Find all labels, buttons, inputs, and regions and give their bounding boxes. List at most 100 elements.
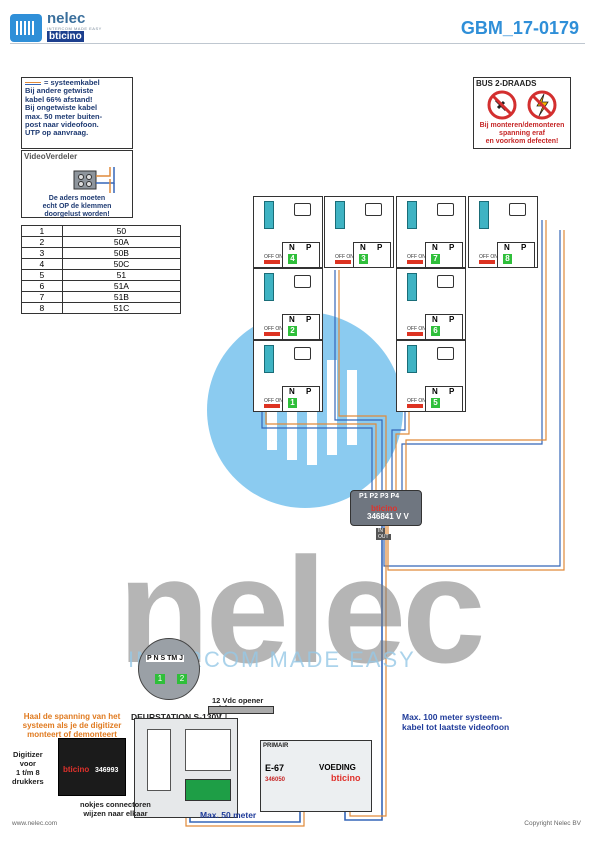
terminal-block-icon bbox=[264, 201, 274, 229]
zoom-number-left: 1 bbox=[155, 674, 165, 684]
dip-switch-icon bbox=[264, 260, 280, 264]
distributor-code: 346841 bbox=[367, 512, 394, 521]
haal-line: Haal de spanning van het bbox=[23, 712, 121, 721]
n-label: N bbox=[289, 243, 295, 252]
haal-warning: Haal de spanning van het systeem als je … bbox=[20, 712, 124, 739]
max-100-line: kabel tot laatste videofoon bbox=[402, 722, 510, 732]
terminal-block-icon bbox=[335, 201, 345, 229]
cable-note-line: UTP op aanvraag. bbox=[25, 128, 89, 138]
speaker-module-icon bbox=[185, 729, 231, 771]
cable-note: = systeemkabel Bij andere getwiste kabel… bbox=[21, 77, 133, 149]
off-on-label: OFF ON bbox=[264, 398, 283, 404]
monitor-icon bbox=[509, 203, 526, 216]
digitizer-line: Digitizer bbox=[13, 750, 43, 759]
bus-warning-line: Bij monteren/demonteren bbox=[479, 122, 565, 129]
n-label: N bbox=[360, 243, 366, 252]
nelec-logo-icon bbox=[10, 14, 42, 42]
address-number: 4 bbox=[288, 254, 297, 264]
document-id: GBM_17-0179 bbox=[460, 18, 579, 38]
digitizer-label: Digitizer voor 1 t/m 8 drukkers bbox=[12, 750, 44, 786]
terminal-block-icon bbox=[407, 273, 417, 301]
cable-line-icon bbox=[25, 81, 41, 85]
terminal-block-icon bbox=[479, 201, 489, 229]
off-on-label: OFF ON bbox=[407, 326, 426, 332]
max-50-label: Max. 50 meter bbox=[200, 810, 257, 820]
p-label: P bbox=[449, 243, 455, 252]
psu-label: VOEDING bbox=[319, 763, 356, 772]
header-divider bbox=[10, 43, 585, 44]
video-distributor: P1 P2 P3 P4 bticino 346841 V V bbox=[350, 490, 422, 526]
sub-brand: bticino bbox=[47, 31, 84, 42]
off-on-label: OFF ON bbox=[479, 254, 498, 260]
monitor-icon bbox=[437, 203, 454, 216]
digitizer-brand: bticino bbox=[63, 765, 90, 774]
nokjes-label: nokjes connectoren wijzen naar elkaar bbox=[80, 800, 151, 818]
p-label: P bbox=[449, 387, 455, 396]
address-number: 5 bbox=[431, 398, 440, 408]
digitizer-module: bticino 346993 bbox=[58, 738, 126, 796]
connector-block-icon bbox=[185, 779, 231, 801]
monitor-icon bbox=[294, 275, 311, 288]
door-station-title: DEURSTATION S-130V bbox=[131, 712, 222, 722]
cable-note-line: Bij ongetwiste kabel bbox=[25, 103, 98, 113]
door-station bbox=[134, 718, 238, 818]
vv-caption-line: echt OP de klemmen bbox=[42, 203, 112, 210]
opener-label: 12 Vdc opener bbox=[212, 696, 264, 705]
off-on-label: OFF ON bbox=[264, 254, 283, 260]
terminal-block-icon bbox=[407, 345, 417, 373]
zoom-terminal-labels: P N S TM J bbox=[146, 655, 185, 662]
vv-caption-line: doorgelust worden! bbox=[44, 211, 110, 218]
dip-switch-icon bbox=[407, 404, 423, 408]
max-100-label: Max. 100 meter systeem- kabel tot laatst… bbox=[402, 712, 509, 732]
digitizer-line: drukkers bbox=[12, 777, 44, 786]
distributor-code-row: 346841 V V bbox=[367, 512, 409, 521]
dip-switch-icon bbox=[264, 404, 280, 408]
digitizer-line: 1 t/m 8 bbox=[15, 768, 40, 777]
haal-line: monteert of demonteert bbox=[27, 730, 117, 739]
no-power-warning-icon bbox=[487, 90, 557, 120]
power-supply: PRIMAIR E-67 VOEDING bticino 346050 bbox=[260, 740, 372, 812]
terminal-detail-icon bbox=[73, 167, 115, 193]
table-cell: 8 bbox=[21, 302, 63, 314]
off-on-label: OFF ON bbox=[264, 326, 283, 332]
p-label: P bbox=[306, 243, 312, 252]
dip-switch-icon bbox=[335, 260, 351, 264]
address-number: 7 bbox=[431, 254, 440, 264]
cable-note-title: = systeemkabel bbox=[44, 78, 100, 87]
nokjes-line: nokjes connectoren bbox=[80, 800, 151, 809]
cable-note-line: Bij andere getwiste bbox=[25, 86, 94, 96]
terminal-block-icon bbox=[264, 345, 274, 373]
n-label: N bbox=[504, 243, 510, 252]
p-label: P bbox=[521, 243, 527, 252]
bus-title: BUS 2-DRAADS bbox=[476, 79, 537, 88]
monitor-icon bbox=[294, 347, 311, 360]
n-label: N bbox=[432, 315, 438, 324]
psu-code: 346050 bbox=[265, 777, 286, 783]
bus-warning-note: BUS 2-DRAADS Bij monteren/demonteren spa… bbox=[473, 77, 571, 149]
address-number: 1 bbox=[288, 398, 297, 408]
camera-module-icon bbox=[147, 729, 171, 791]
cable-note-line: max. 50 meter buiten- bbox=[25, 111, 103, 121]
terminal-block-icon bbox=[264, 273, 274, 301]
p-label: P bbox=[377, 243, 383, 252]
terminal-zoom-icon: P N S TM J 1 2 bbox=[138, 638, 200, 700]
cable-note-line: post naar videofoon. bbox=[25, 120, 99, 130]
p-label: P bbox=[306, 387, 312, 396]
address-number: 8 bbox=[503, 254, 512, 264]
n-label: N bbox=[289, 315, 295, 324]
off-on-label: OFF ON bbox=[407, 254, 426, 260]
brand-name: nelec bbox=[47, 10, 86, 27]
dip-switch-icon bbox=[407, 260, 423, 264]
terminal-block-icon bbox=[407, 201, 417, 229]
n-label: N bbox=[432, 243, 438, 252]
